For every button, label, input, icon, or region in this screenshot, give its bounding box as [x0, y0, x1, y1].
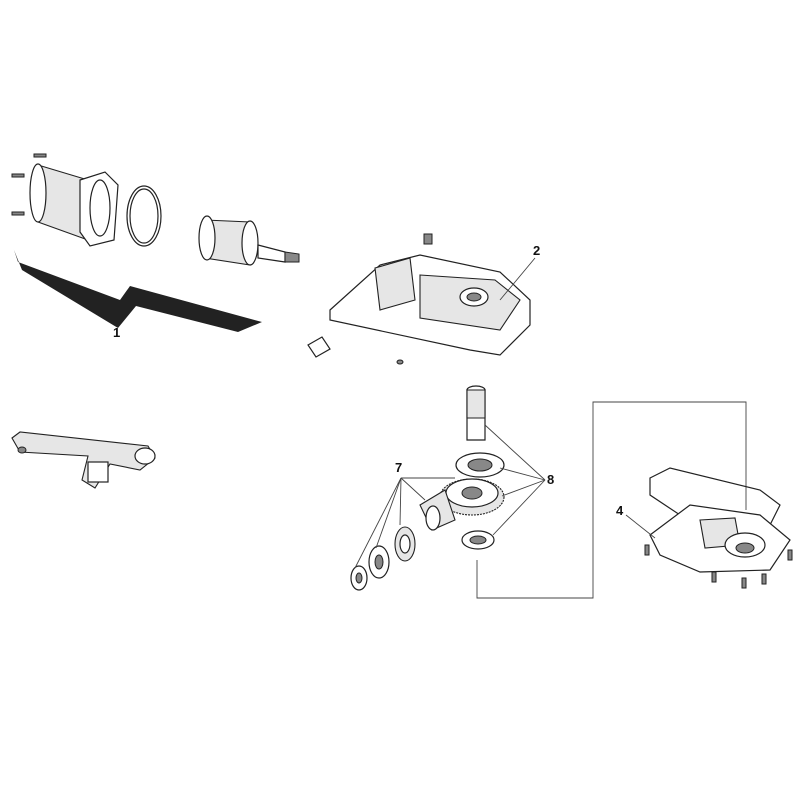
motor-armature — [198, 215, 300, 266]
o-ring-inner — [129, 188, 159, 244]
leader-lines-7 — [354, 477, 455, 569]
callout-1: 1 — [113, 325, 121, 340]
callout-2: 2 — [533, 243, 541, 258]
motor-housing — [29, 163, 119, 247]
motor-assembly-part-1 — [8, 153, 300, 332]
callout-4: 4 — [616, 503, 624, 518]
gear-train — [350, 385, 546, 591]
leader-lines-8 — [484, 424, 546, 536]
reference-bracket — [476, 401, 747, 599]
o-ring — [126, 185, 162, 247]
bracket-1 — [8, 232, 262, 332]
shift-lever — [11, 431, 156, 489]
screws — [11, 153, 47, 216]
lower-housing-part-4 — [625, 467, 793, 589]
callout-8: 8 — [547, 472, 555, 487]
callout-7: 7 — [395, 460, 403, 475]
upper-housing-part-2 — [307, 233, 536, 365]
